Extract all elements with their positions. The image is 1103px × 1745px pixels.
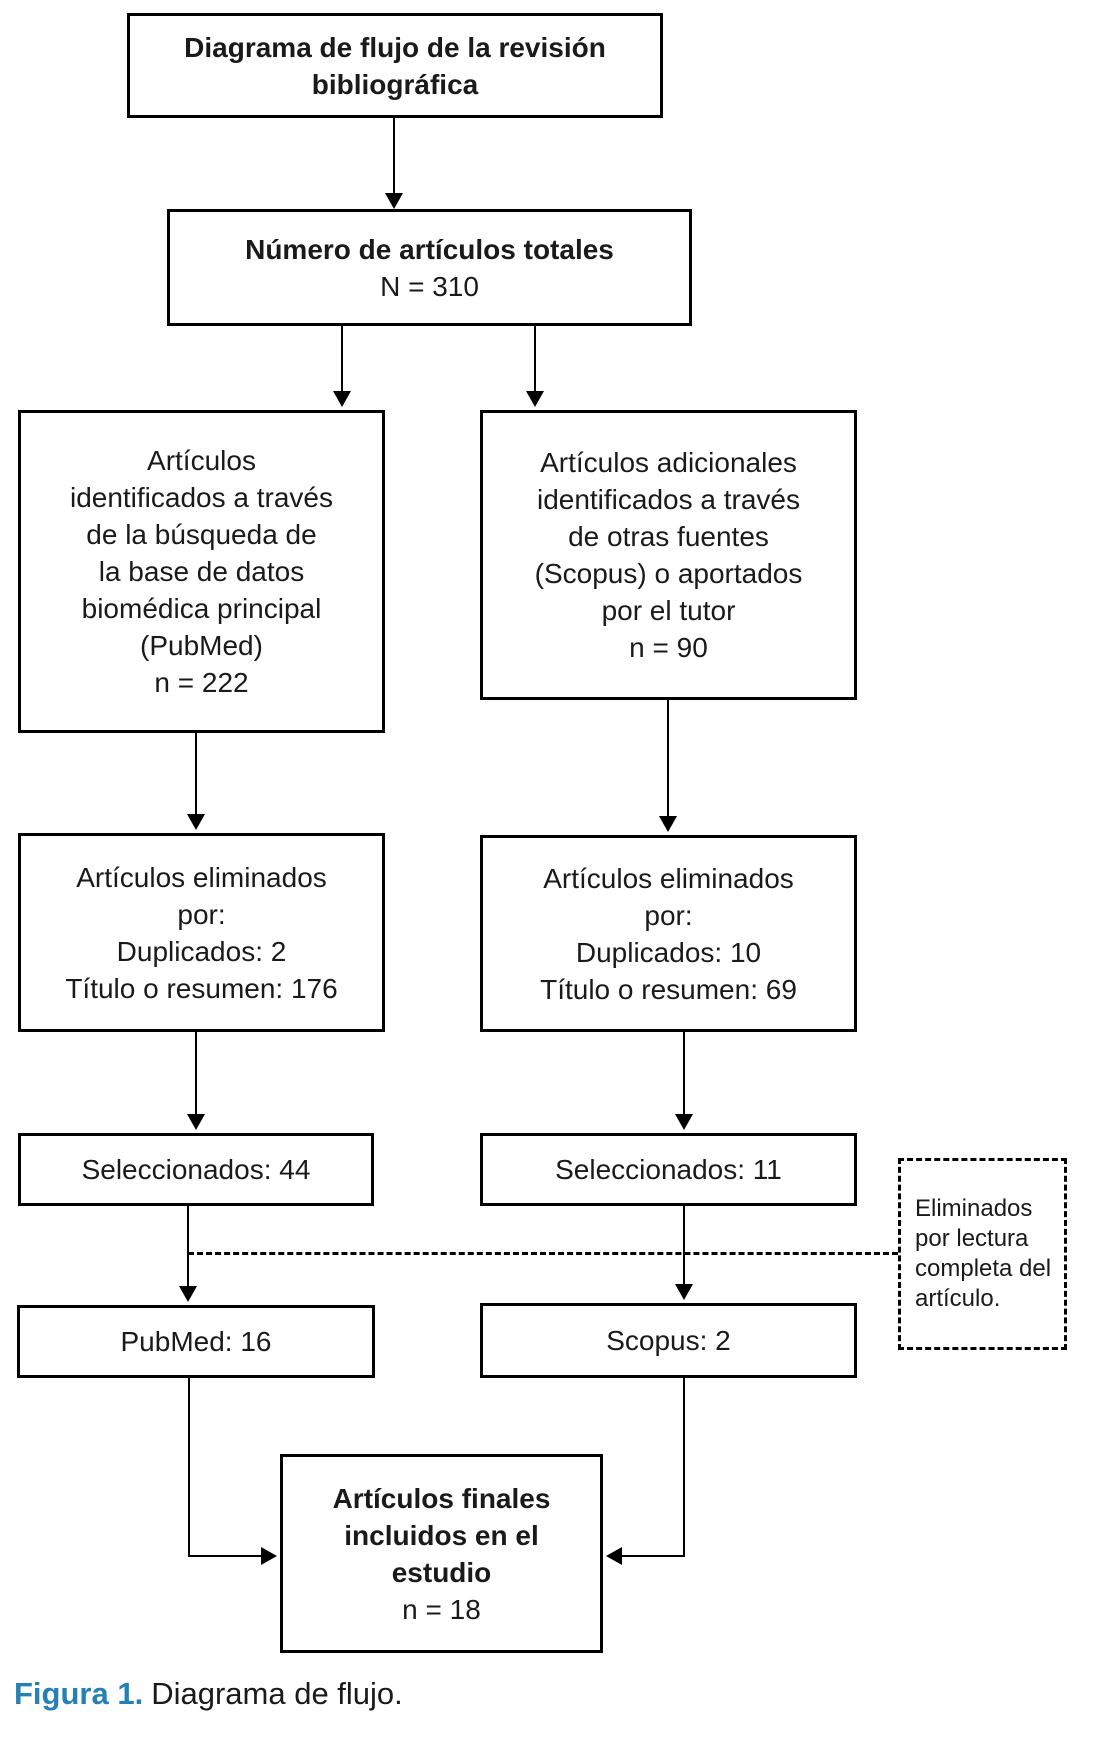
scopus-final-text: Scopus: 2 [606, 1325, 731, 1356]
pubmed-selected-box: Seleccionados: 44 [18, 1133, 374, 1206]
arrow-scopus-final-to-included [606, 1547, 685, 1565]
arrow-pubmed-source-to-excluded [187, 733, 205, 830]
other-excluded-text: Artículos eliminados por: Duplicados: 10… [540, 862, 797, 1005]
arrow-other-selected-to-scopus [675, 1206, 693, 1300]
other-source-text: Artículos adicionales identificados a tr… [534, 447, 803, 663]
dashed-connector-exclusion-note [188, 1252, 898, 1255]
pubmed-excluded-box: Artículos eliminados por: Duplicados: 2 … [18, 833, 385, 1032]
other-selected-box: Seleccionados: 11 [480, 1133, 857, 1206]
connector-pubmed-final-vertical [188, 1378, 190, 1557]
diagram-title-box: Diagrama de flujo de la revisión bibliog… [127, 13, 663, 118]
arrow-total-to-other-source [526, 326, 544, 407]
total-articles-box: Número de artículos totales N = 310 [167, 209, 692, 326]
scopus-final-box: Scopus: 2 [480, 1303, 857, 1378]
diagram-title-text: Diagrama de flujo de la revisión bibliog… [184, 31, 606, 100]
figure-caption-label: Figura 1. [14, 1676, 144, 1711]
figure-caption-text: Diagrama de flujo. [151, 1676, 403, 1711]
pubmed-source-box: Artículos identificados a través de la b… [18, 410, 385, 733]
other-selected-text: Seleccionados: 11 [555, 1154, 782, 1185]
fulltext-exclusion-note-box: Eliminados por lectura completa del artí… [898, 1158, 1067, 1350]
other-source-box: Artículos adicionales identificados a tr… [480, 410, 857, 700]
final-included-label: Artículos finales incluidos en el estudi… [332, 1482, 551, 1588]
total-articles-value: N = 310 [380, 270, 479, 302]
other-excluded-box: Artículos eliminados por: Duplicados: 10… [480, 835, 857, 1032]
final-included-box: Artículos finales incluidos en el estudi… [280, 1454, 603, 1653]
fulltext-exclusion-note-text: Eliminados por lectura completa del artí… [915, 1195, 1052, 1312]
connector-scopus-final-vertical [683, 1378, 685, 1557]
arrow-pubmed-excluded-to-selected [187, 1032, 205, 1130]
arrow-pubmed-final-to-included [188, 1547, 277, 1565]
pubmed-final-text: PubMed: 16 [120, 1326, 272, 1357]
arrow-other-source-to-excluded [659, 700, 677, 832]
arrow-pubmed-selected-to-final [179, 1206, 197, 1302]
pubmed-excluded-text: Artículos eliminados por: Duplicados: 2 … [65, 861, 338, 1004]
arrow-total-to-pubmed-source [333, 326, 351, 407]
total-articles-label: Número de artículos totales [245, 233, 614, 265]
final-included-value: n = 18 [402, 1593, 481, 1625]
pubmed-selected-text: Seleccionados: 44 [81, 1154, 311, 1185]
pubmed-source-text: Artículos identificados a través de la b… [69, 445, 334, 698]
arrow-title-to-total [385, 118, 403, 209]
pubmed-final-box: PubMed: 16 [17, 1305, 375, 1378]
figure-caption: Figura 1.Diagrama de flujo. [14, 1674, 403, 1714]
arrow-other-excluded-to-selected [675, 1032, 693, 1130]
